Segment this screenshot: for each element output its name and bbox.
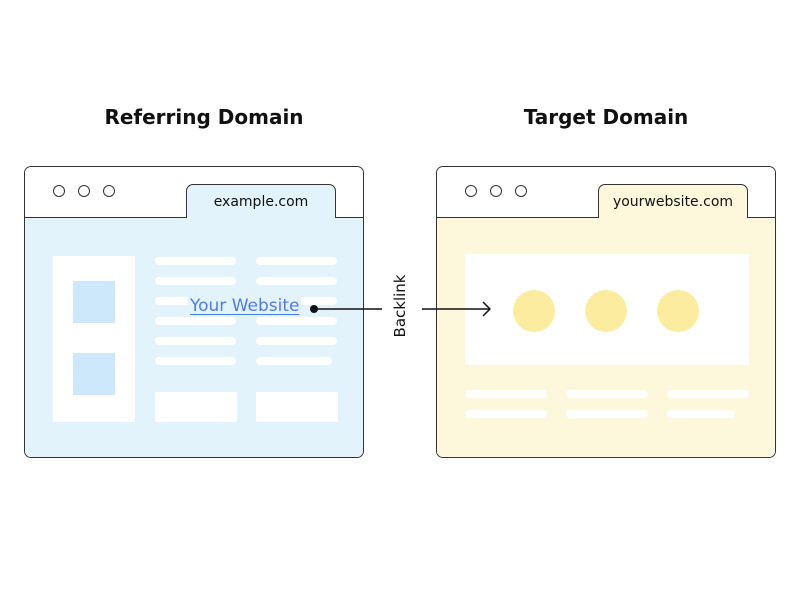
- circle-placeholder: [513, 290, 555, 332]
- window-control-dot-icon: [515, 185, 527, 197]
- text-line-placeholder: [155, 277, 236, 285]
- text-line-placeholder: [256, 317, 337, 325]
- window-control-dot-icon: [78, 185, 90, 197]
- text-line-placeholder: [155, 337, 236, 345]
- circle-placeholder: [585, 290, 627, 332]
- window-control-dot-icon: [465, 185, 477, 197]
- circle-placeholder: [657, 290, 699, 332]
- text-line-placeholder: [256, 257, 337, 265]
- text-line-placeholder: [256, 337, 337, 345]
- text-line-placeholder: [667, 390, 749, 398]
- image-placeholder: [73, 353, 115, 395]
- image-placeholder: [73, 281, 115, 323]
- backlink-label: Backlink: [391, 274, 409, 338]
- referring-browser-window: [24, 166, 364, 458]
- text-line-placeholder: [256, 277, 337, 285]
- target-url-tab[interactable]: yourwebsite.com: [598, 184, 748, 218]
- text-line-placeholder: [667, 410, 735, 418]
- text-line-placeholder: [465, 410, 547, 418]
- window-control-dot-icon: [53, 185, 65, 197]
- target-domain-heading: Target Domain: [523, 105, 689, 129]
- content-block-placeholder: [155, 392, 237, 422]
- text-line-placeholder: [465, 390, 547, 398]
- content-block-placeholder: [256, 392, 338, 422]
- referring-url-tab[interactable]: example.com: [186, 184, 336, 218]
- referring-domain-heading: Referring Domain: [104, 105, 304, 129]
- window-control-dot-icon: [490, 185, 502, 197]
- text-line-placeholder: [566, 390, 648, 398]
- text-line-placeholder: [155, 317, 236, 325]
- text-line-placeholder: [155, 357, 236, 365]
- text-line-placeholder: [155, 257, 236, 265]
- window-control-dot-icon: [103, 185, 115, 197]
- target-page-content: [437, 217, 775, 457]
- your-website-link[interactable]: Your Website: [188, 296, 302, 316]
- text-line-placeholder: [566, 410, 648, 418]
- text-line-placeholder: [256, 357, 332, 365]
- referring-page-content: [25, 217, 363, 457]
